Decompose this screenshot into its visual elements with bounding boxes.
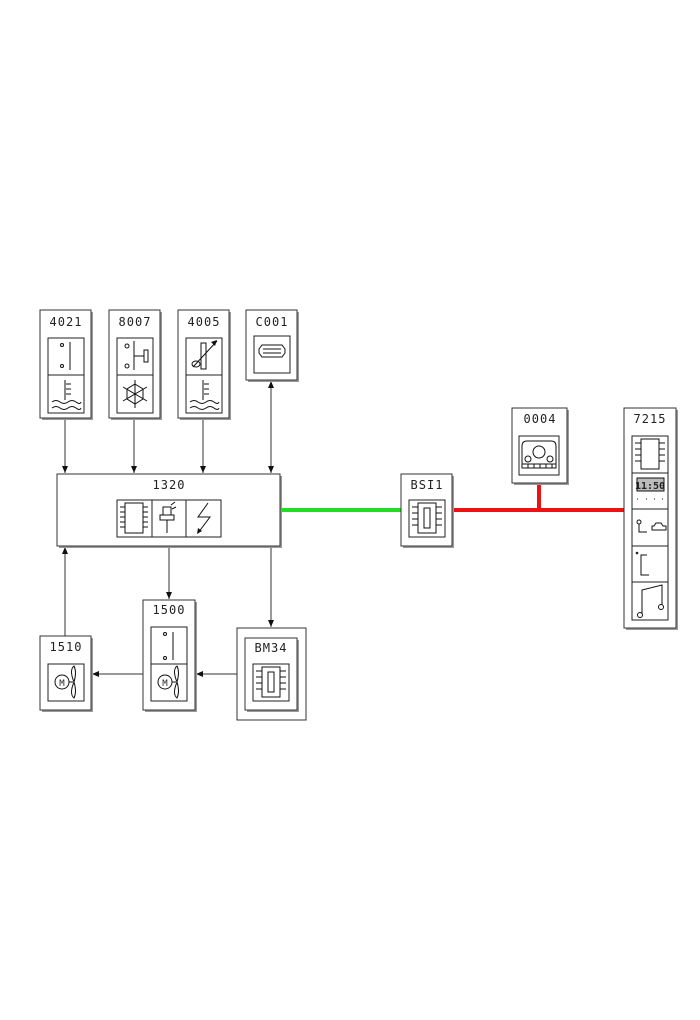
snowflake-icon	[122, 380, 148, 408]
component-8007[interactable]: 8007	[108, 309, 162, 420]
component-code: 1320	[153, 478, 186, 492]
component-code: BM34	[255, 641, 288, 655]
component-code: C001	[256, 315, 289, 329]
temperature-display-icon	[635, 551, 649, 576]
component-code: 1510	[50, 640, 83, 654]
component-code: BSI1	[411, 478, 444, 492]
fan-motor-icon: M	[157, 665, 179, 699]
component-bsi1[interactable]: BSI1	[400, 473, 454, 548]
component-1510-fan[interactable]: 1510 M	[39, 635, 93, 712]
component-code: 4021	[50, 315, 83, 329]
injector-icon	[159, 501, 177, 533]
gauge-cluster-icon	[521, 440, 557, 469]
diagnostic-connector-icon	[258, 344, 286, 358]
switch-icon	[163, 632, 174, 660]
component-code: 8007	[119, 315, 152, 329]
component-code: 4005	[188, 315, 221, 329]
connections	[62, 381, 625, 677]
component-c001[interactable]: C001	[245, 309, 299, 382]
module-icon	[256, 666, 286, 698]
thermistor-icon	[191, 340, 218, 370]
ecu-chip-icon	[120, 502, 148, 534]
module-icon	[412, 502, 442, 534]
component-7215-multifunction-display[interactable]: 7215 11:50	[623, 407, 678, 630]
switch-icon	[60, 342, 71, 370]
ignition-spark-icon	[197, 502, 211, 534]
music-note-icon	[637, 584, 664, 618]
pressure-switch-icon	[124, 341, 149, 370]
svg-text:M: M	[59, 679, 65, 689]
coolant-temperature-icon	[189, 380, 220, 410]
key-car-icon	[636, 519, 667, 533]
component-4021[interactable]: 4021	[39, 309, 93, 420]
fan-motor-icon: M	[54, 665, 76, 699]
coolant-temperature-icon	[51, 380, 82, 410]
svg-text:M: M	[162, 679, 168, 689]
component-code: 7215	[634, 412, 667, 426]
chip-icon	[635, 438, 665, 470]
component-4005[interactable]: 4005	[177, 309, 231, 420]
clock-readout: 11:50	[635, 481, 665, 492]
component-code: 0004	[524, 412, 557, 426]
component-0004-instrument-panel[interactable]: 0004	[511, 407, 569, 485]
component-bm34[interactable]: BM34	[236, 627, 307, 721]
component-code: 1500	[153, 603, 186, 617]
component-1320-engine-ecu[interactable]: 1320	[56, 473, 282, 548]
clock-display-icon: 11:50	[635, 477, 665, 500]
component-1500-fan-relay[interactable]: 1500 M	[142, 599, 197, 712]
